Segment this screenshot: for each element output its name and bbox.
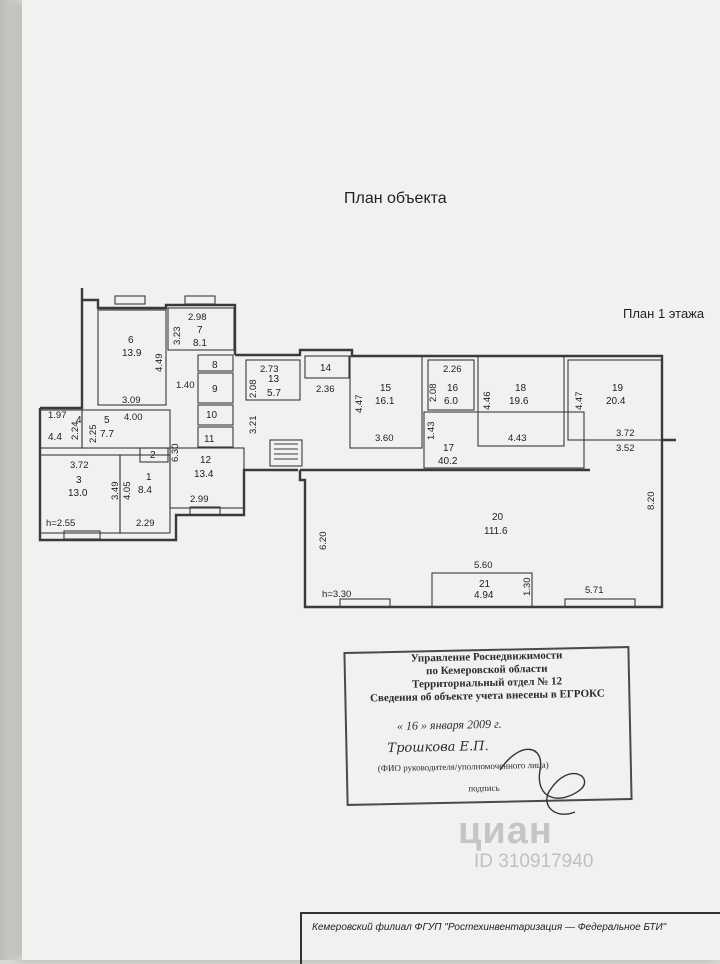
room-15-area: 16.1 xyxy=(375,396,395,407)
svg-text:2.98: 2.98 xyxy=(188,312,207,323)
svg-text:1.30: 1.30 xyxy=(522,578,533,597)
svg-text:5.71: 5.71 xyxy=(585,585,604,596)
room-2-number: 2 xyxy=(150,450,156,461)
stamp-handwritten-name: Трошкова Е.П. xyxy=(387,738,489,757)
svg-text:2.36: 2.36 xyxy=(316,384,335,395)
svg-text:4.05: 4.05 xyxy=(122,482,133,501)
svg-text:2.73: 2.73 xyxy=(260,364,279,375)
room-7-area: 8.1 xyxy=(193,338,207,349)
room-5-number: 5 xyxy=(104,415,110,426)
room-1-area: 8.4 xyxy=(138,485,152,496)
svg-text:2.26: 2.26 xyxy=(443,364,462,375)
svg-text:4.00: 4.00 xyxy=(124,412,143,423)
room-16-area: 6.0 xyxy=(444,396,458,407)
floor-plan-label: План 1 этажа xyxy=(623,306,705,321)
room-17-area: 40.2 xyxy=(438,456,458,467)
room-21-number: 21 xyxy=(479,579,491,590)
room-14-number: 14 xyxy=(320,363,332,374)
svg-text:6.20: 6.20 xyxy=(318,532,329,551)
svg-text:4.43: 4.43 xyxy=(508,433,527,444)
stamp-fio-caption: (ФИО руководителя/уполномоченного лица) xyxy=(377,759,549,774)
svg-text:2.08: 2.08 xyxy=(428,384,439,403)
svg-text:h=3.30: h=3.30 xyxy=(322,589,351,600)
stamp-date: « 16 » января 2009 г. xyxy=(396,716,502,733)
dimension-labels: 2.98 3.23 4.49 3.09 1.40 4.00 1.97 2.24 … xyxy=(46,312,657,600)
svg-text:2.24: 2.24 xyxy=(70,422,81,441)
room-5-area: 7.7 xyxy=(100,429,114,440)
svg-text:1.43: 1.43 xyxy=(426,422,437,441)
svg-text:5.60: 5.60 xyxy=(474,560,493,571)
room-3-number: 3 xyxy=(76,475,82,486)
room-3-area: 13.0 xyxy=(68,488,88,499)
svg-text:3.72: 3.72 xyxy=(616,428,635,439)
room-16-number: 16 xyxy=(447,383,459,394)
svg-text:3.49: 3.49 xyxy=(110,482,121,501)
room-13-area: 5.7 xyxy=(267,388,281,399)
room-20-area: 111.6 xyxy=(484,526,508,537)
svg-text:4.47: 4.47 xyxy=(354,395,365,414)
room-4-area: 4.4 xyxy=(48,432,62,443)
svg-text:h=2.55: h=2.55 xyxy=(46,518,75,529)
svg-text:8.20: 8.20 xyxy=(646,492,657,511)
svg-text:1.40: 1.40 xyxy=(176,380,195,391)
svg-text:3.21: 3.21 xyxy=(248,416,259,435)
svg-text:2.25: 2.25 xyxy=(88,425,99,444)
room-20-number: 20 xyxy=(492,512,504,523)
interior-walls xyxy=(39,307,663,608)
footer-frame xyxy=(300,912,720,964)
svg-text:3.72: 3.72 xyxy=(70,460,89,471)
room-labels: 6 13.9 7 8.1 8 9 10 11 12 13.4 13 5.7 14… xyxy=(48,325,626,601)
room-8-number: 8 xyxy=(212,360,218,371)
room-13-number: 13 xyxy=(268,374,280,385)
windows xyxy=(63,295,636,608)
svg-text:3.23: 3.23 xyxy=(172,327,183,346)
svg-text:4.49: 4.49 xyxy=(154,354,165,373)
svg-text:2.29: 2.29 xyxy=(136,518,155,529)
svg-text:3.52: 3.52 xyxy=(616,443,635,454)
footer-organization: Кемеровский филиал ФГУП "Ростехинвентари… xyxy=(312,922,667,933)
room-7-number: 7 xyxy=(197,325,203,336)
room-4-number: 4 xyxy=(76,415,82,426)
registration-stamp: Управление Роснедвижимости по Кемеровско… xyxy=(343,646,633,806)
room-12-area: 13.4 xyxy=(194,469,214,480)
room-11-number: 11 xyxy=(204,434,215,445)
svg-text:4.47: 4.47 xyxy=(574,392,585,411)
room-6-area: 13.9 xyxy=(122,348,142,359)
svg-text:3.60: 3.60 xyxy=(375,433,394,444)
document-sheet xyxy=(22,0,720,960)
room-19-area: 20.4 xyxy=(606,396,626,407)
svg-text:3.09: 3.09 xyxy=(122,395,141,406)
staircase xyxy=(269,439,303,467)
svg-text:2.08: 2.08 xyxy=(248,380,259,399)
room-18-number: 18 xyxy=(515,383,527,394)
page-binding-edge xyxy=(0,0,22,960)
room-6-number: 6 xyxy=(128,335,134,346)
svg-text:2.99: 2.99 xyxy=(190,494,209,505)
room-9-number: 9 xyxy=(212,384,218,395)
watermark-id: ID 310917940 xyxy=(474,851,594,872)
room-10-number: 10 xyxy=(206,410,218,421)
svg-text:1.97: 1.97 xyxy=(48,410,67,421)
svg-text:6.30: 6.30 xyxy=(170,444,181,463)
document-title: План объекта xyxy=(344,190,447,207)
stamp-sign-caption: подпись xyxy=(468,782,500,794)
room-1-number: 1 xyxy=(146,472,152,483)
room-15-number: 15 xyxy=(380,383,392,394)
watermark-brand: циан xyxy=(458,810,553,852)
room-18-area: 19.6 xyxy=(509,396,529,407)
svg-text:4.46: 4.46 xyxy=(482,392,493,411)
room-12-number: 12 xyxy=(200,455,212,466)
room-19-number: 19 xyxy=(612,383,624,394)
room-17-number: 17 xyxy=(443,443,455,454)
room-21-area: 4.94 xyxy=(474,590,494,601)
